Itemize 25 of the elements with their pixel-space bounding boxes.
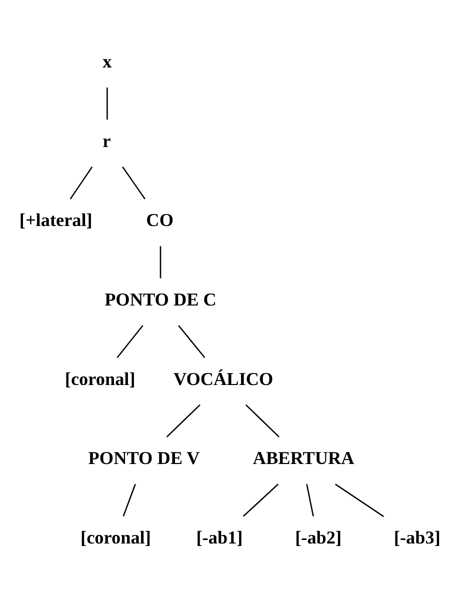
node-text: [coronal]	[80, 526, 150, 547]
node-text: ABERTURA	[252, 448, 354, 468]
connector	[122, 483, 136, 516]
node-text: PONTO DE C	[104, 289, 216, 310]
node-text: x	[102, 51, 112, 72]
connector	[166, 404, 200, 437]
connector	[244, 404, 280, 437]
connector	[116, 324, 143, 358]
node-text: PONTO DE V	[88, 448, 200, 468]
node-text: [-ab1]	[196, 526, 242, 547]
connector	[122, 166, 145, 199]
connector	[334, 483, 384, 517]
node-text: r	[102, 130, 110, 150]
connector	[159, 246, 161, 278]
connector	[69, 166, 92, 199]
node-text: VOCÁLICO	[173, 368, 273, 388]
connector	[306, 484, 314, 516]
connector	[106, 87, 108, 120]
node-text: [+lateral]	[18, 210, 92, 230]
node-text: [-ab3]	[393, 526, 440, 547]
node-text: [-ab2]	[294, 526, 342, 547]
connector	[242, 483, 278, 516]
node-text: CO	[146, 210, 173, 230]
node-text: [coronal]	[64, 368, 135, 388]
connector	[178, 324, 205, 358]
